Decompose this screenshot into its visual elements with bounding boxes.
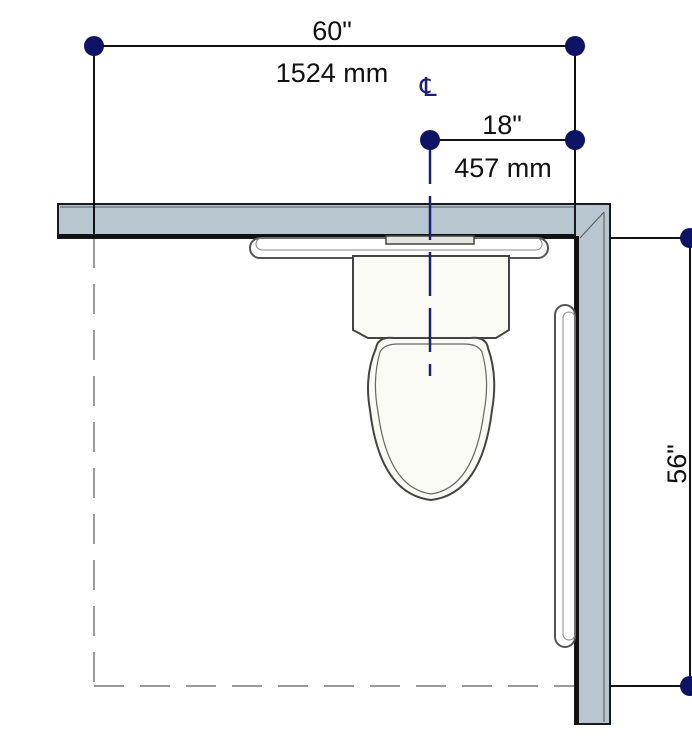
dimension-point (680, 676, 692, 696)
dimension-point (680, 228, 692, 248)
offset-label-inches: 18" (482, 110, 522, 140)
dimension-point (84, 36, 104, 56)
toilet-bowl (367, 336, 496, 502)
side-wall (574, 203, 611, 725)
back-wall (57, 203, 611, 239)
offset-dimension: 18" 457 mm (420, 110, 585, 183)
dimension-point (565, 36, 585, 56)
width-dimension: 60" 1524 mm (84, 16, 585, 238)
side-grab-bar (554, 304, 576, 648)
centerline: ℄ (419, 73, 437, 376)
depth-dimension: 56" (610, 228, 692, 696)
dimension-point (565, 130, 585, 150)
clearance-zone (93, 238, 575, 687)
width-label-mm: 1524 mm (276, 58, 389, 88)
depth-label-inches: 56" (662, 444, 692, 484)
toilet (352, 235, 510, 502)
centerline-symbol: ℄ (419, 73, 437, 103)
width-label-inches: 60" (312, 16, 352, 46)
offset-label-mm: 457 mm (454, 153, 552, 183)
dimension-point (420, 130, 440, 150)
